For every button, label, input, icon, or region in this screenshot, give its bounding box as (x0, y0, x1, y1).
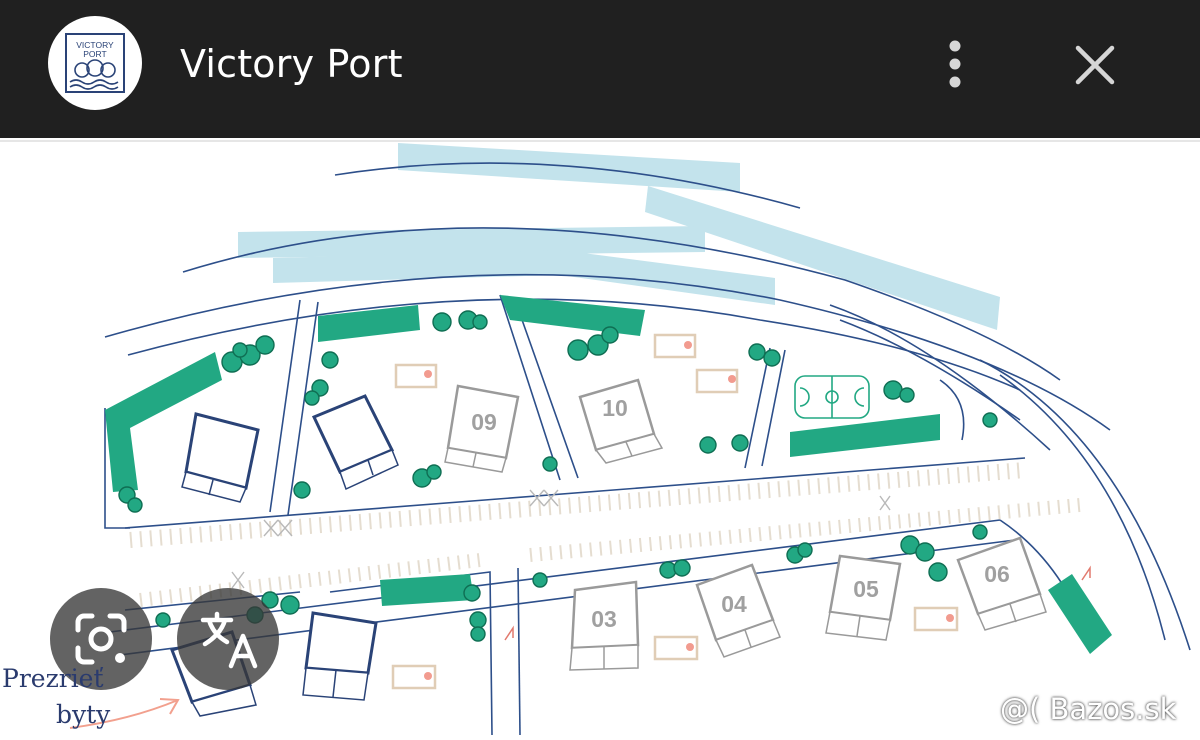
logo-text-line1: VICTORY (76, 40, 114, 50)
house-06[interactable]: 06 (956, 536, 1047, 631)
logo-text-line2: PORT (83, 49, 106, 59)
house-label-04: 04 (721, 591, 747, 617)
view-apartments-link-line2[interactable]: byty (56, 700, 111, 729)
house-label-09: 09 (471, 409, 497, 435)
close-button[interactable] (1066, 36, 1124, 94)
house-09[interactable]: 09 (444, 384, 520, 473)
house-unlabeled-3[interactable] (302, 611, 378, 701)
gate-markers (504, 565, 1091, 641)
translate-icon (200, 611, 258, 669)
house-label-10: 10 (602, 395, 628, 421)
house-label-03: 03 (591, 606, 617, 632)
parking-markers (391, 333, 959, 690)
house-label-06: 06 (984, 561, 1010, 587)
victory-port-logo[interactable]: VICTORY PORT (48, 16, 142, 110)
house-03[interactable]: 03 (569, 580, 640, 671)
more-options-button[interactable] (935, 36, 975, 92)
more-vert-icon (949, 40, 961, 88)
water-strips (238, 143, 1000, 330)
translate-button[interactable] (177, 588, 279, 690)
house-label-05: 05 (853, 576, 879, 602)
tree-clusters (118, 310, 998, 642)
logo-icon: VICTORY PORT (65, 33, 125, 93)
house-unlabeled-1[interactable] (181, 412, 260, 503)
house-05[interactable]: 05 (825, 554, 902, 641)
page-title: Victory Port (180, 42, 403, 86)
arrow-pointer (69, 698, 180, 729)
house-04[interactable]: 04 (695, 563, 781, 658)
lens-search-button[interactable] (50, 588, 152, 690)
parking-stripes (129, 462, 1081, 607)
app-header: VICTORY PORT Victory Port (0, 0, 1200, 138)
close-icon (1075, 45, 1115, 85)
parking-crosses (231, 489, 891, 589)
bazos-watermark: @( Bazos.sk (1000, 692, 1177, 726)
house-10[interactable]: 10 (578, 378, 664, 464)
green-areas (105, 295, 1112, 654)
view-apartments-link-line1[interactable]: Prezrieť (2, 664, 104, 693)
camera-search-icon (75, 613, 127, 665)
hockey-rink (794, 375, 870, 419)
house-unlabeled-2[interactable] (311, 394, 399, 491)
